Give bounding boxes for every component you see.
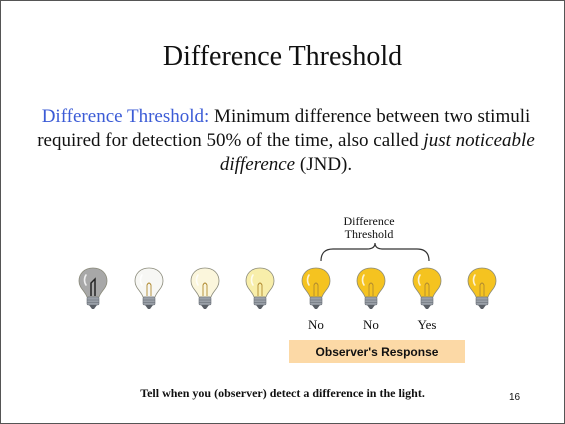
definition-text: Difference Threshold: Minimum difference… xyxy=(29,105,543,177)
footer-note: Tell when you (observer) detect a differ… xyxy=(140,386,425,400)
lightbulb-icon xyxy=(134,267,164,309)
lightbulb-icon xyxy=(467,267,497,309)
lightbulb-icon xyxy=(356,267,386,309)
definition-end: (JND). xyxy=(295,154,353,175)
page-number: 16 xyxy=(509,392,521,403)
response-label: No xyxy=(308,317,324,332)
response-label: No xyxy=(363,317,379,332)
definition-term: Difference Threshold: xyxy=(41,106,210,127)
lightbulb-icon xyxy=(78,267,108,309)
lightbulb-icon xyxy=(245,267,275,309)
threshold-bracket xyxy=(320,242,430,262)
lightbulb-icon xyxy=(301,267,331,309)
bracket-label: Difference Threshold xyxy=(321,215,417,241)
response-label: Yes xyxy=(417,317,437,332)
bracket-label-line1: Difference xyxy=(343,214,395,228)
definition-italic: just noticeable difference xyxy=(219,130,535,175)
lightbulb-icon xyxy=(190,267,220,309)
definition-body: Minimum difference between two stimuli r… xyxy=(37,106,531,151)
bracket-label-line2: Threshold xyxy=(344,227,394,241)
lightbulb-icon xyxy=(412,267,442,309)
observer-response-label: Observer's Response xyxy=(289,340,465,363)
slide-title: Difference Threshold xyxy=(162,41,403,72)
